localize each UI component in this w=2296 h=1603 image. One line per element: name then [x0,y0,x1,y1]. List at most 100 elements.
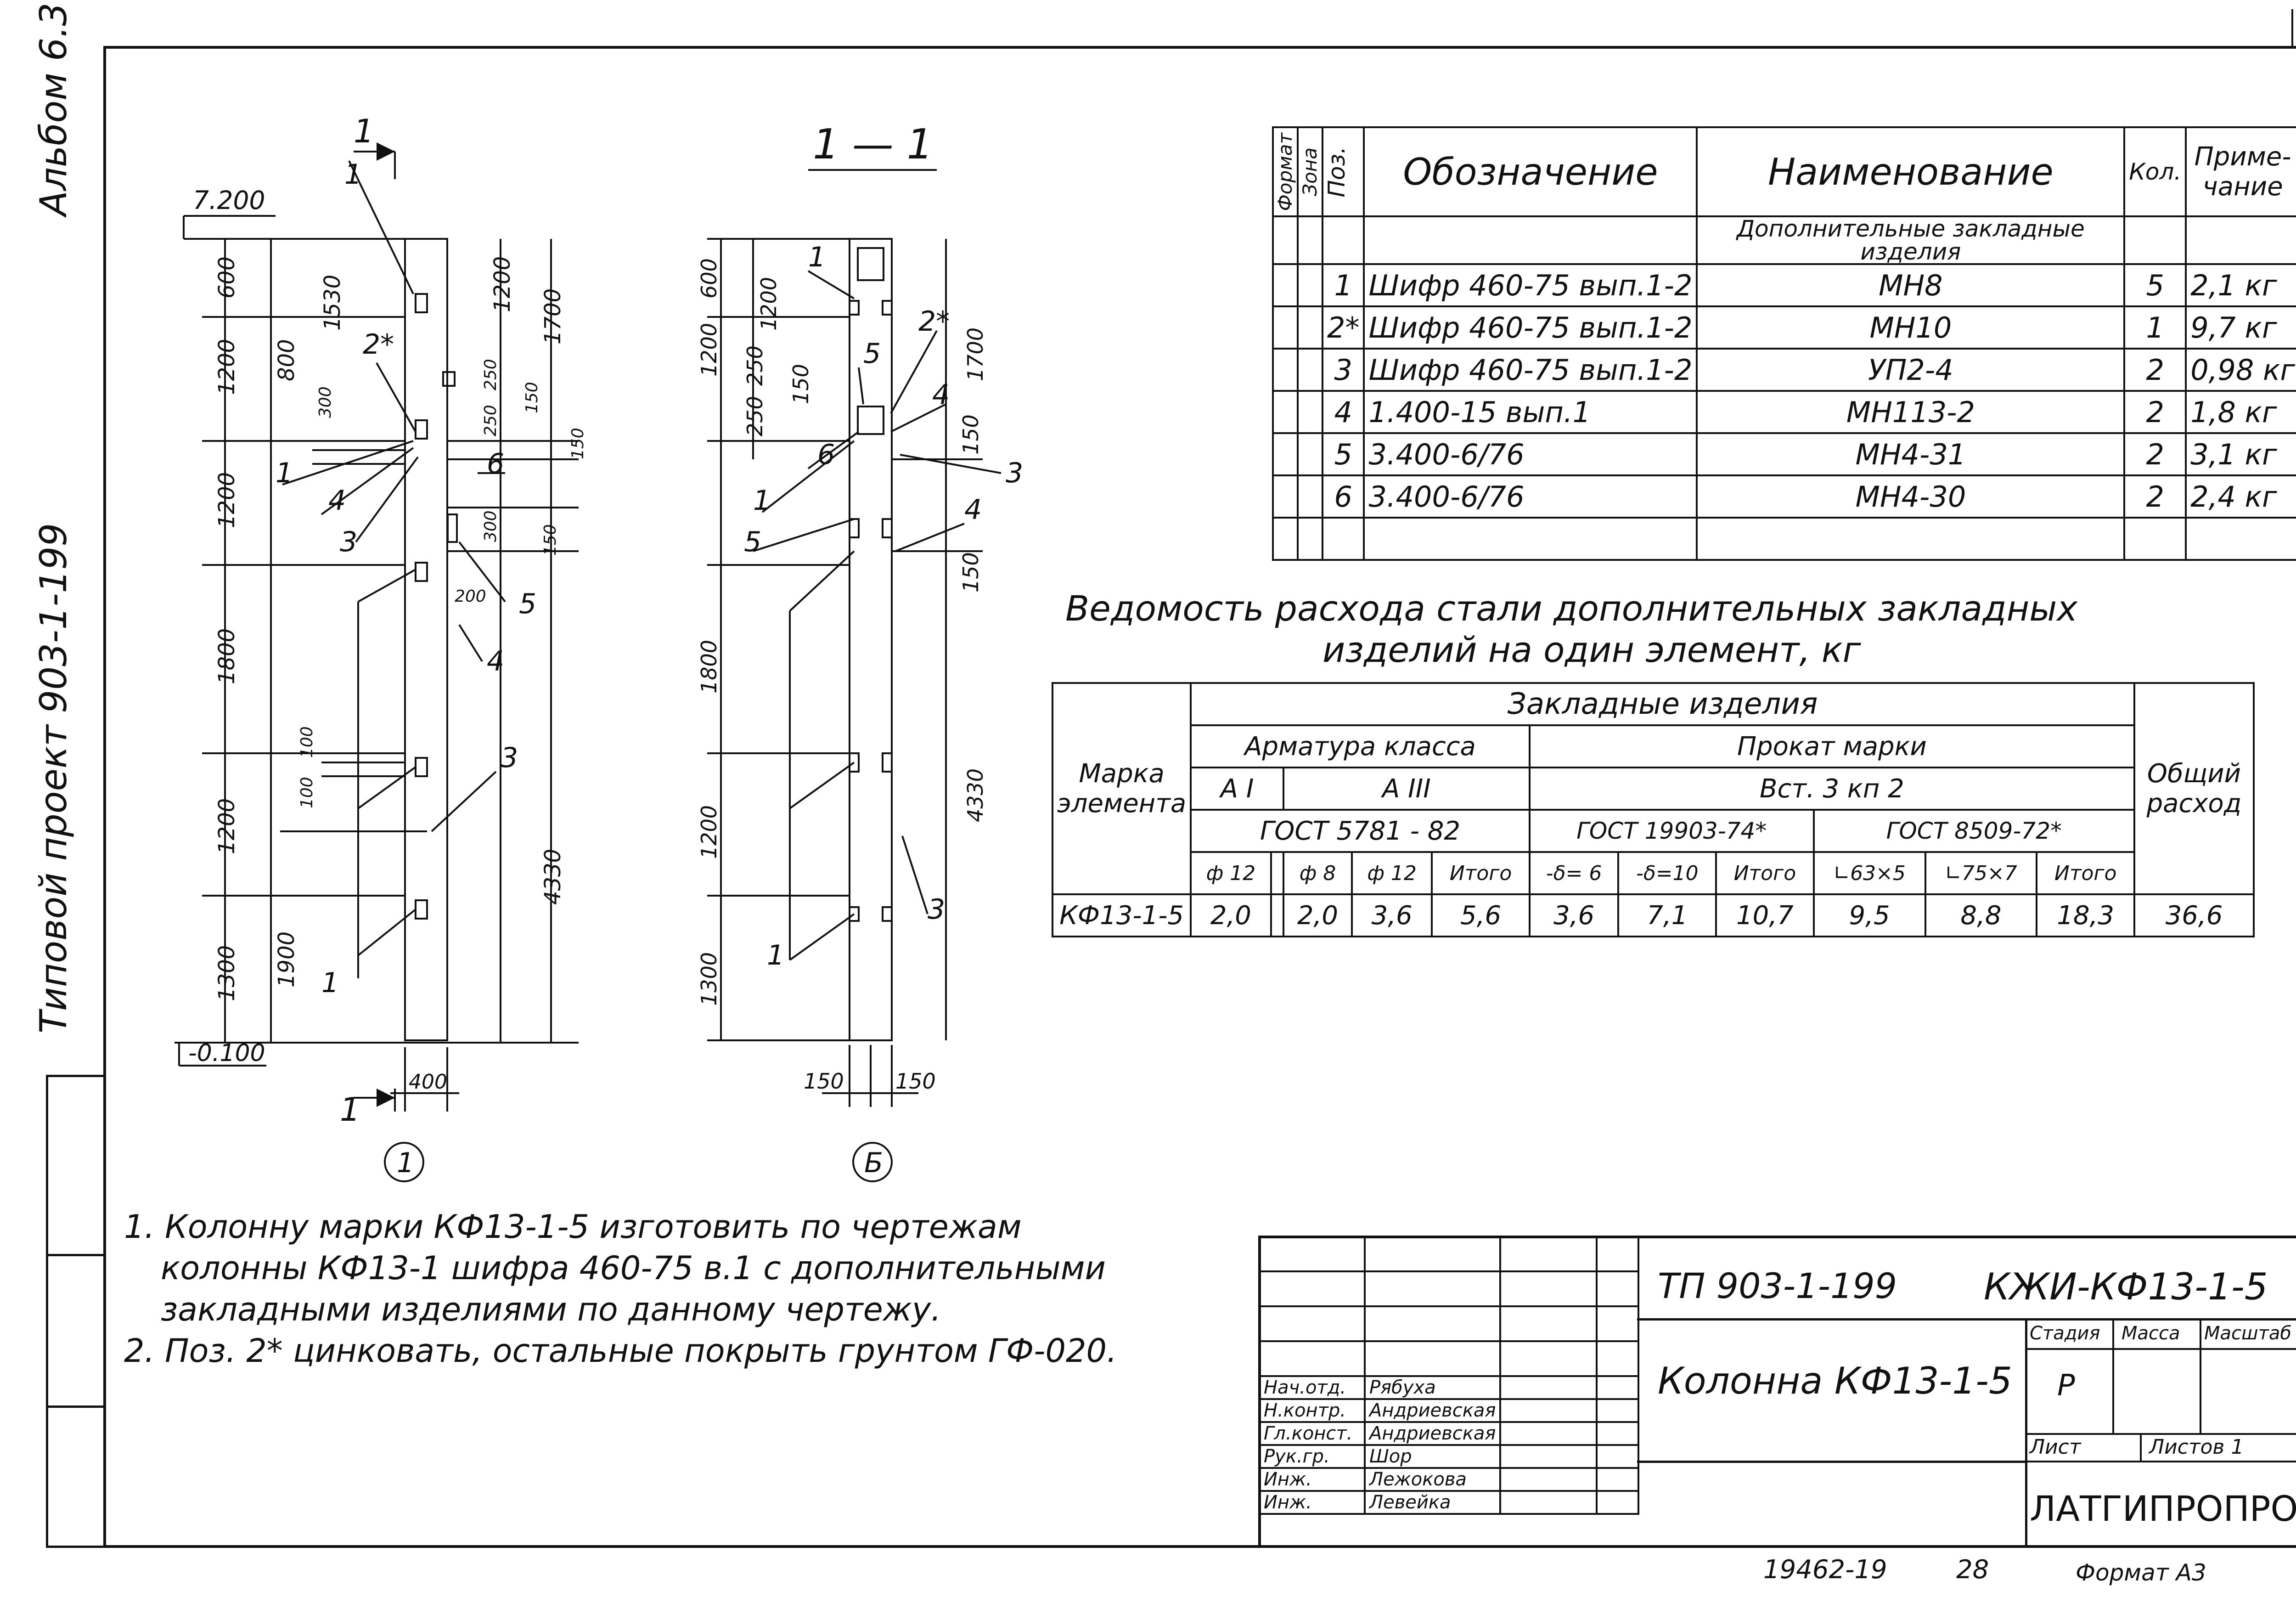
callout: 3 [501,742,518,774]
header-designation: Обозначение [1363,126,1698,217]
dim-label: 1200 [697,805,721,859]
drawing-frame [103,46,2296,1548]
page-num: 28 [1956,1555,1989,1585]
callout: 4 [932,379,950,411]
header-qty: Кол. [2123,126,2187,217]
dim-label: 200 [455,587,486,606]
signature-table: Нач.отд.Рябуха Н.контр.Андриевская Гл.ко… [1258,1236,1639,1515]
h-rolled: Прокат марки [1528,724,2136,768]
h-embedded: Закладные изделия [1190,682,2135,726]
h-a1: А I [1190,767,1284,811]
callout: 6 [487,448,504,480]
column-drawing: 1 1 — 1 7.200 -0.100 1 Б 1 600 1200 1200… [174,113,1023,1182]
dim-label: 300 [481,510,500,542]
dim-label: 1200 [214,798,240,854]
format-label: Формат А3 [2076,1559,2206,1586]
callout: 1 [753,485,771,517]
spec-section-title: Дополнительные закладные изделия [1696,215,2126,265]
h-total: Общий расход [2133,682,2255,895]
steel-title-line1: Ведомость расхода стали дополнительных з… [1065,588,2078,629]
dim-label: 1300 [697,952,721,1006]
dim-label: 250 [743,345,767,386]
specification-table: Формат Зона Поз. Обозначение Наименовани… [1272,126,2296,561]
tb-line [2140,1433,2142,1461]
tb-line [2200,1318,2201,1433]
header-note: Приме-чание [2185,126,2296,217]
doc-code-right: КЖИ-КФ13-1-5 [1984,1265,2268,1308]
note-line: закладными изделиями по данному чертежу. [161,1291,941,1328]
note-line: колонны КФ13-1 шифра 460-75 в.1 с дополн… [161,1249,1106,1287]
dim-label: 800 [274,339,299,381]
drawing-title: Колонна КФ13-1-5 [1658,1360,2012,1402]
h-mark: Марка элемента [1051,682,1192,895]
dim-label: 250 [481,405,500,436]
view-label-1: 1 [397,1147,414,1179]
margin-divider [46,1254,103,1256]
dim-label: 150 [523,382,541,413]
sheets-header: Листов 1 [2149,1435,2244,1459]
dim-label: 1200 [697,323,721,377]
dim-label: 600 [697,258,721,299]
callout: 1 [767,939,784,971]
dim-label: 150 [895,1069,936,1094]
dim-label: 250 [481,359,500,390]
stage-header: Стадия [2030,1323,2100,1344]
dim-label: 1200 [756,277,781,331]
callout: 4 [964,494,982,526]
dim-label: 250 [743,396,767,436]
margin-divider [46,1405,103,1408]
tb-line [2025,1433,2296,1435]
dim-label: 300 [316,386,335,418]
dim-label: 1530 [320,275,345,331]
header-zone: Зона [1299,147,1321,196]
h-vst: Вст. 3 кп 2 [1528,767,2136,811]
elevation-top: 7.200 [193,186,265,215]
dim-label: 1300 [214,945,240,1001]
h-rebar: Арматура класса [1190,724,1531,768]
callout: 2* [918,305,950,338]
stage-value: Р [2057,1369,2075,1403]
dim-label: 4330 [963,768,988,822]
dim-label: 1200 [214,339,240,395]
note-line: 1. Колонну марки КФ13-1-5 изготовить по … [124,1208,1022,1246]
callout: 5 [863,338,881,370]
callout: 5 [519,588,536,620]
dim-label: 4330 [540,849,566,905]
callout: 4 [487,645,504,677]
doc-code-left: ТП 903-1-199 [1658,1265,1897,1306]
dim-width-label: 400 [409,1070,447,1094]
dim-label: 600 [214,256,240,299]
callout: 1 [344,158,362,191]
tb-line [1637,1318,2296,1321]
dim-label: 100 [298,777,316,808]
mass-header: Масса [2122,1323,2180,1344]
tb-line [2025,1348,2296,1350]
callout: 6 [817,439,835,471]
column-elevation-b [849,238,893,1041]
tb-line [1637,1461,2025,1463]
dim-label: 150 [958,414,983,455]
view-label-b: Б [864,1147,883,1179]
table-row: Рук.гр.Шор [1258,1444,1639,1469]
table-row: Гл.конст.Андриевская [1258,1421,1639,1446]
dim-label: 1800 [214,628,240,684]
tb-line [2025,1461,2296,1462]
callout: 1 [276,457,293,489]
dim-label: 150 [804,1069,844,1094]
callout: 2* [363,328,394,361]
column-elevation-1 [404,238,448,1041]
callout: 3 [1006,457,1023,489]
callout: 1 [321,967,339,999]
sheet-number-box [2291,9,2293,46]
callout: 4 [328,485,346,517]
table-row: Н.контр.Андриевская [1258,1398,1639,1423]
dim-label: 1700 [963,327,988,381]
table-row: Инж.Лежокова [1258,1467,1639,1492]
section-marker-top: 1 [354,113,374,150]
